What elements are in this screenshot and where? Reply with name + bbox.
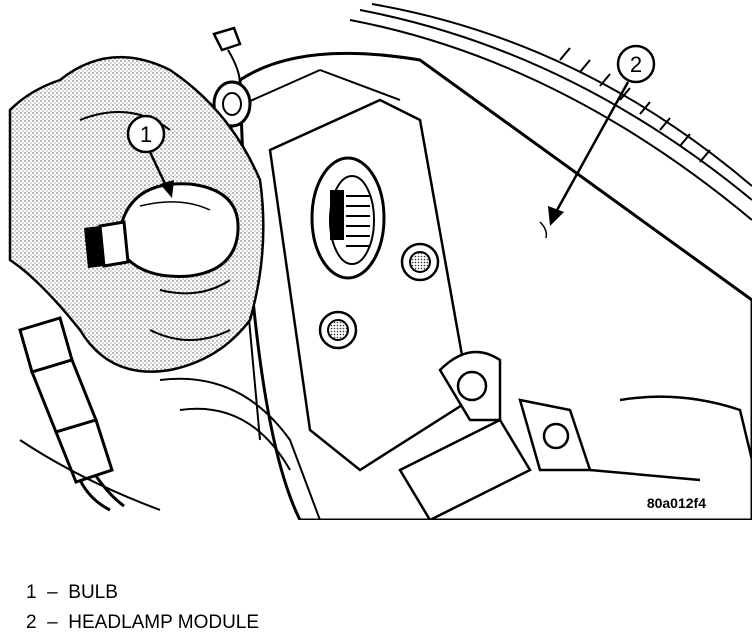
wire-harness-connector [18,316,125,512]
legend-item-headlamp-module: 2 – HEADLAMP MODULE [26,608,259,638]
adjuster-screw-upper [400,242,440,282]
legend-item-bulb: 1 – BULB [26,578,259,608]
figure-code: 80a012f4 [647,495,706,511]
socket-opening [310,156,386,280]
diagram-figure: 1 2 80a012f4 [8,3,752,520]
vent-tube [212,26,242,85]
legend-dash: – [47,582,58,603]
bulb [84,182,240,278]
legend-number: 2 [26,612,37,633]
body-edge-lines [19,377,321,520]
adjuster-screw-lower [318,310,358,350]
legend: 1 – BULB 2 – HEADLAMP MODULE [26,578,259,638]
callout-2-number: 2 [630,52,642,77]
vent-grommet [212,80,252,128]
lens-rim-hatch [559,47,711,163]
legend-number: 1 [26,582,37,603]
callout-2: 2 [539,44,656,239]
legend-label: BULB [68,582,118,603]
headlamp-illustration: 1 2 80a012f4 [8,3,752,520]
legend-dash: – [47,612,58,633]
callout-1: 1 [126,114,174,198]
callout-1-number: 1 [140,122,152,147]
mounting-bracket [398,350,752,520]
legend-label: HEADLAMP MODULE [68,612,260,633]
